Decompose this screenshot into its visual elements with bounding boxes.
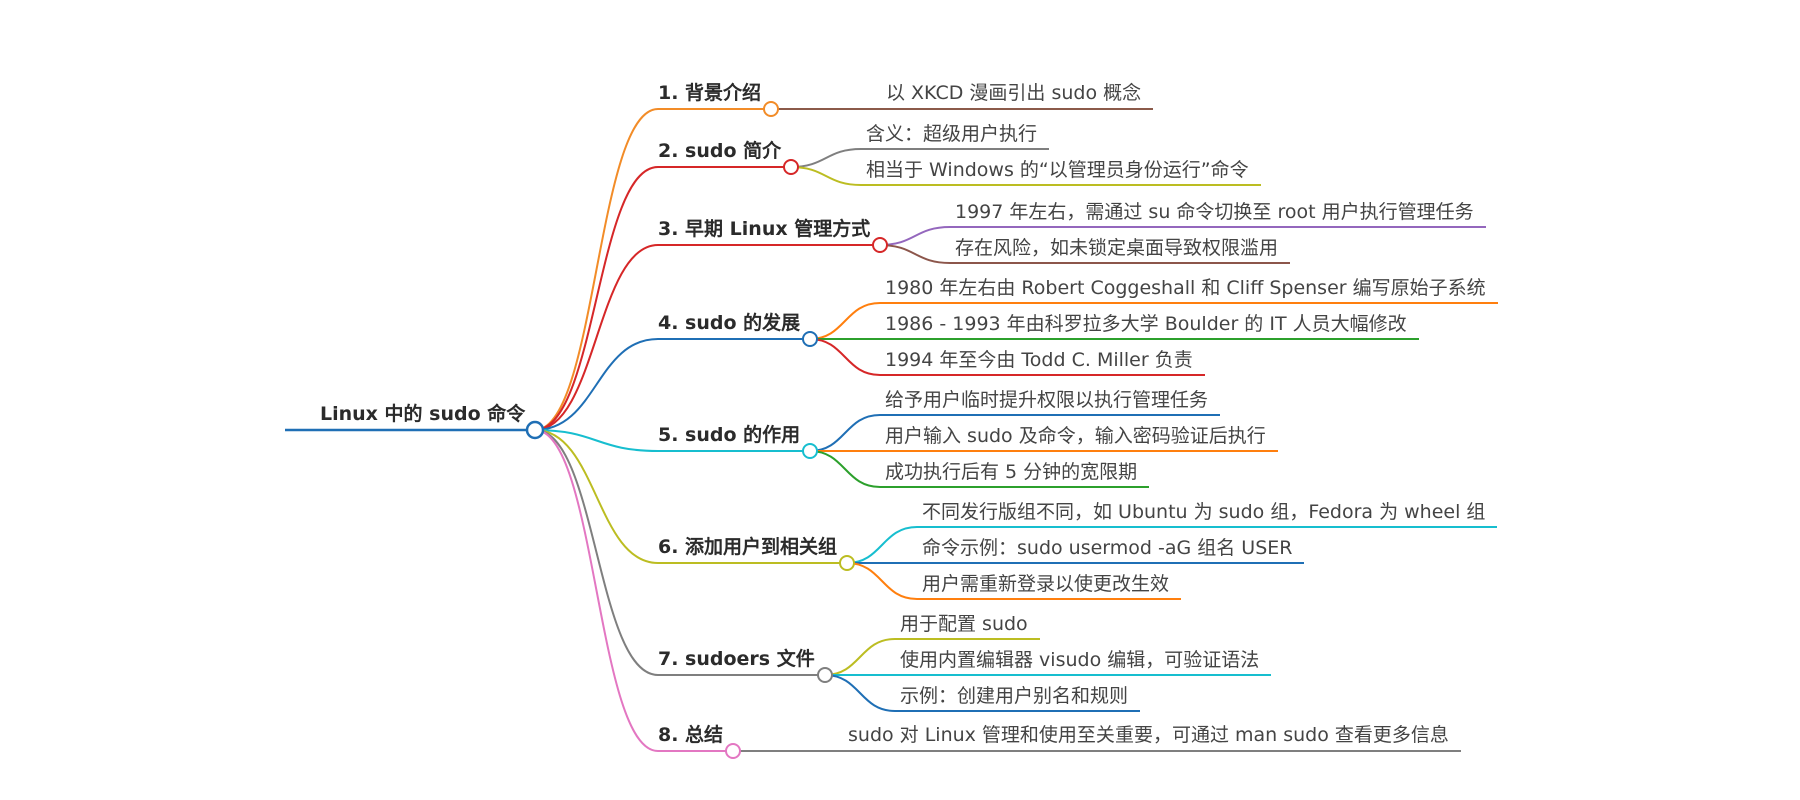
branch-4-leaf-3-connector (809, 338, 1205, 376)
branch-5-leaf-1-label: 给予用户临时提升权限以执行管理任务 (885, 389, 1209, 411)
branch-5-connector (534, 429, 810, 452)
branch-2-node-circle[interactable] (783, 159, 799, 175)
connector-lines (285, 108, 1498, 752)
branch-3-leaf-2-connector (879, 244, 1290, 264)
branch-4-node-circle[interactable] (802, 331, 818, 347)
branch-2-leaf-2-label: 相当于 Windows 的“以管理员身份运行”命令 (866, 159, 1249, 181)
branch-4-leaf-1-label: 1980 年左右由 Robert Coggeshall 和 Cliff Spen… (885, 277, 1486, 299)
branch-2-leaf-2-connector (790, 166, 1261, 186)
branch-7-leaf-1-label: 用于配置 sudo (900, 613, 1028, 635)
branch-2-leaf-1-connector (790, 148, 1049, 168)
branch-8-node-circle[interactable] (725, 743, 741, 759)
node-circles (525, 101, 888, 759)
branch-3-label: 3. 早期 Linux 管理方式 (658, 218, 871, 240)
branch-8-label: 8. 总结 (658, 724, 724, 746)
branch-4-leaf-3-label: 1994 年至今由 Todd C. Miller 负责 (885, 349, 1193, 371)
branch-7-leaf-2-label: 使用内置编辑器 visudo 编辑，可验证语法 (900, 649, 1260, 671)
root-node-label: Linux 中的 sudo 命令 (320, 403, 526, 425)
branch-7-leaf-3-connector (824, 674, 1140, 712)
branch-3-connector (534, 244, 880, 431)
branch-3-leaf-1-connector (879, 226, 1486, 246)
branch-6-leaf-1-label: 不同发行版组不同，如 Ubuntu 为 sudo 组，Fedora 为 whee… (922, 501, 1486, 523)
branch-7-leaf-1-connector (824, 638, 1040, 676)
branch-1-node-circle[interactable] (763, 101, 779, 117)
branch-2-connector (534, 166, 791, 431)
branch-5-leaf-1-connector (809, 414, 1220, 452)
branch-5-label: 5. sudo 的作用 (658, 424, 801, 446)
branch-6-leaf-1-connector (846, 526, 1497, 564)
branch-7-leaf-3-label: 示例：创建用户别名和规则 (900, 685, 1129, 707)
branch-5-node-circle[interactable] (802, 443, 818, 459)
branch-3-leaf-1-label: 1997 年左右，需通过 su 命令切换至 root 用户执行管理任务 (955, 201, 1474, 223)
branch-8-leaf-1-label: sudo 对 Linux 管理和使用至关重要，可通过 man sudo 查看更多… (848, 724, 1449, 746)
branch-6-leaf-3-label: 用户需重新登录以使更改生效 (922, 573, 1170, 595)
root-node-circle[interactable] (525, 420, 545, 440)
branch-5-leaf-2-label: 用户输入 sudo 及命令，输入密码验证后执行 (885, 425, 1266, 447)
branch-1-leaf-1-label: 以 XKCD 漫画引出 sudo 概念 (886, 82, 1142, 104)
branch-2-label: 2. sudo 简介 (658, 140, 782, 162)
branch-5-leaf-3-connector (809, 450, 1149, 488)
branch-7-connector (534, 429, 825, 676)
branch-4-connector (534, 338, 810, 431)
branch-1-connector (534, 108, 771, 431)
branch-4-leaf-2-label: 1986 - 1993 年由科罗拉多大学 Boulder 的 IT 人员大幅修改 (885, 313, 1407, 335)
branch-5-leaf-3-label: 成功执行后有 5 分钟的宽限期 (885, 461, 1138, 483)
branch-3-node-circle[interactable] (872, 237, 888, 253)
branch-6-leaf-2-label: 命令示例：sudo usermod -aG 组名 USER (922, 537, 1293, 559)
branch-7-node-circle[interactable] (817, 667, 833, 683)
branch-4-label: 4. sudo 的发展 (658, 312, 801, 334)
branch-6-node-circle[interactable] (839, 555, 855, 571)
branch-1-label: 1. 背景介绍 (658, 82, 762, 104)
branch-6-label: 6. 添加用户到相关组 (658, 536, 838, 558)
branch-3-leaf-2-label: 存在风险，如未锁定桌面导致权限滥用 (955, 237, 1279, 259)
branch-6-leaf-3-connector (846, 562, 1181, 600)
branch-8-connector (534, 429, 733, 752)
branch-6-connector (534, 429, 847, 564)
branch-2-leaf-1-label: 含义：超级用户执行 (866, 123, 1038, 145)
branch-7-label: 7. sudoers 文件 (658, 648, 815, 670)
branch-4-leaf-1-connector (809, 302, 1498, 340)
